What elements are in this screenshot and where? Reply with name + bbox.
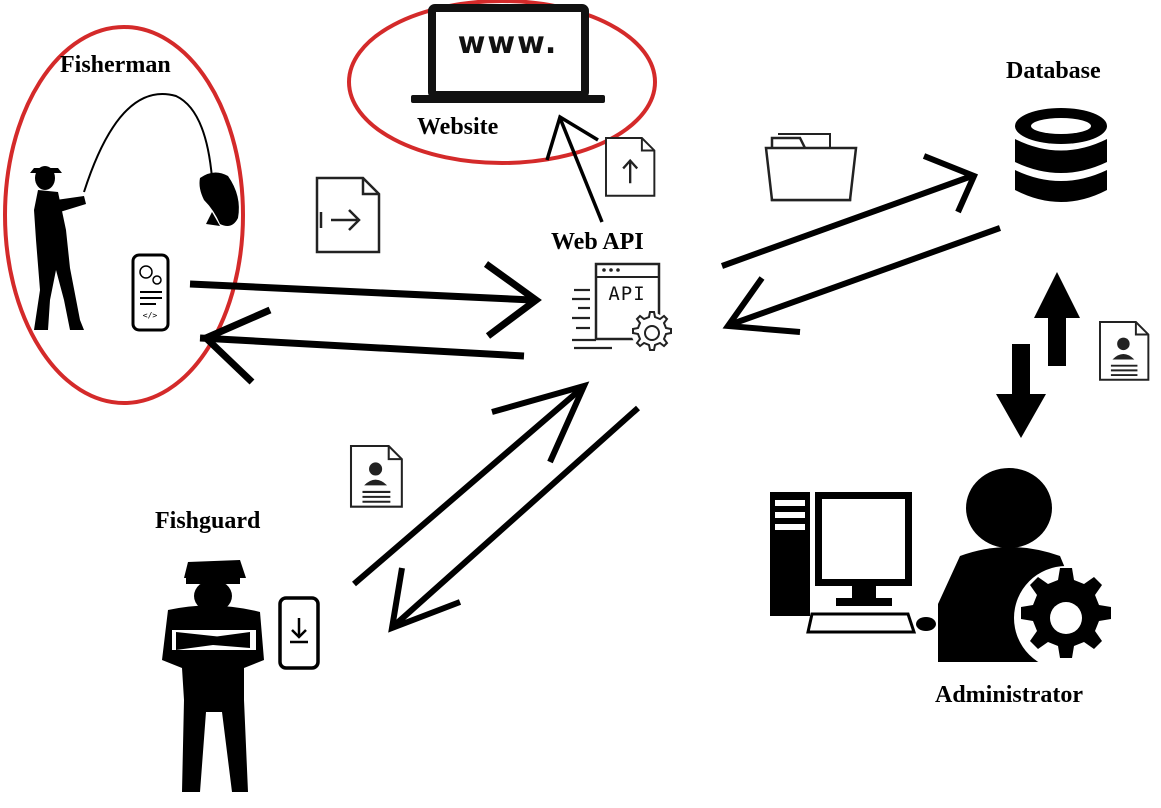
api-icon-text: API	[608, 283, 646, 305]
laptop-icon	[411, 4, 605, 103]
desktop-computer-icon	[770, 492, 936, 634]
fisherman-silhouette-icon	[30, 93, 239, 330]
import-document-icon	[315, 176, 381, 254]
website-screen-text: www.	[457, 26, 559, 61]
webapi-to-database-arrow	[720, 153, 979, 269]
database-admin-arrows	[996, 272, 1080, 438]
database-icon	[1015, 108, 1107, 202]
administrator-label: Administrator	[935, 682, 1083, 708]
fishguard-to-webapi-arrow	[352, 381, 590, 587]
api-gear-icon	[572, 262, 672, 351]
police-officer-icon	[162, 560, 264, 792]
folder-icon	[764, 133, 858, 202]
webapi-to-fishguard-arrow	[388, 405, 640, 633]
fisherman-label: Fisherman	[60, 52, 171, 78]
web-api-label: Web API	[551, 229, 644, 255]
profile-document-icon	[349, 444, 403, 508]
fisherman-highlight	[3, 25, 245, 405]
database-label: Database	[1006, 58, 1101, 84]
profile-document-icon	[1099, 321, 1150, 381]
download-phone-icon	[278, 596, 320, 670]
admin-user-gear-icon	[938, 468, 1118, 670]
svg-text:</>: </>	[143, 311, 158, 320]
fishguard-label: Fishguard	[155, 508, 261, 534]
database-to-webapi-arrow	[722, 225, 1002, 335]
website-highlight	[347, 0, 657, 165]
upload-document-icon	[605, 137, 656, 197]
website-label: Website	[417, 114, 499, 140]
fisherman-to-webapi-arrow	[189, 261, 542, 339]
webapi-to-fisherman-arrow	[199, 306, 525, 385]
mobile-app-icon: </>	[131, 253, 170, 332]
webapi-to-website-arrow	[545, 114, 604, 223]
